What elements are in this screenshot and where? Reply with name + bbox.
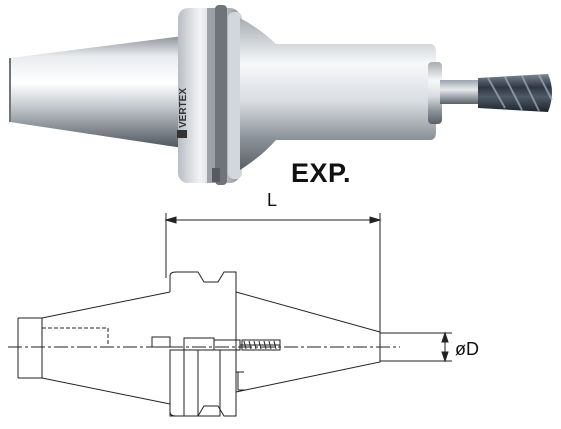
technical-drawing — [8, 213, 452, 417]
length-dimension-label: L — [267, 190, 278, 210]
taper-outline — [41, 291, 171, 405]
collet — [183, 337, 215, 351]
holder-body — [240, 18, 436, 170]
diameter-dimension-label: øD — [455, 339, 479, 359]
arrow-right — [369, 216, 382, 224]
exp-label: EXP. — [291, 158, 352, 188]
body-outline — [235, 291, 381, 393]
arrow-top — [441, 331, 449, 343]
holder-nose — [428, 62, 442, 124]
arrow-left — [164, 216, 177, 224]
flange-outline — [169, 271, 237, 417]
brand-mark: VERTEX — [177, 88, 189, 138]
tool-holder-photo: VERTEX — [9, 5, 553, 185]
end-mill-icon — [478, 74, 552, 112]
pull-stud-end — [17, 317, 43, 379]
svg-text:VERTEX: VERTEX — [178, 88, 189, 128]
thread-hatch — [243, 340, 277, 350]
arrow-bottom — [441, 351, 449, 363]
taper-shank — [10, 36, 183, 148]
cutter-shank — [440, 80, 480, 104]
